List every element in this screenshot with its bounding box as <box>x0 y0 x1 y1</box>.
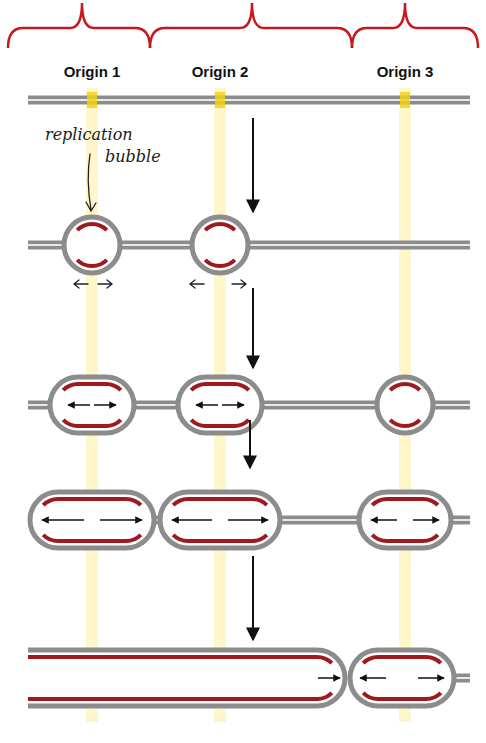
fork-arrow <box>100 519 142 521</box>
replication-bubble <box>64 217 120 273</box>
new-strand <box>205 224 235 230</box>
new-strand <box>28 693 332 699</box>
handwritten-arrow <box>74 280 88 288</box>
fork-arrow <box>222 404 244 406</box>
fork-arrow <box>196 404 218 406</box>
step-arrow <box>249 420 251 468</box>
handwritten-arrow <box>232 280 246 288</box>
new-strand <box>173 535 267 541</box>
fork-arrow <box>413 519 439 521</box>
origin-label: Origin 2 <box>192 63 249 80</box>
replication-bubble <box>160 492 280 548</box>
fork-arrow <box>418 677 444 679</box>
new-strand <box>390 420 420 426</box>
fork-arrow <box>228 519 268 521</box>
handwritten-note: replication bubble <box>45 124 167 167</box>
new-strand <box>191 384 249 390</box>
step-arrow <box>252 288 254 368</box>
new-strand <box>43 535 141 541</box>
new-strand <box>191 420 249 426</box>
origin-site <box>400 92 410 108</box>
handwritten-leader <box>86 154 96 211</box>
new-strand <box>372 535 438 541</box>
new-strand <box>63 384 121 390</box>
bracket <box>8 3 150 48</box>
fork-arrow <box>318 677 340 679</box>
fork-arrow <box>42 519 84 521</box>
new-strand <box>173 499 267 505</box>
replication-bubble <box>359 492 451 548</box>
new-strand <box>390 384 420 390</box>
replication-bubble <box>377 377 433 433</box>
merged-bubble <box>28 650 345 706</box>
handwritten-arrow <box>98 280 112 288</box>
replication-bubble <box>192 217 248 273</box>
origin-label: Origin 1 <box>64 63 121 80</box>
new-strand <box>372 499 438 505</box>
replication-bubble <box>30 492 154 548</box>
fork-arrow <box>360 677 386 679</box>
origin-site <box>87 92 97 108</box>
new-strand <box>28 657 332 663</box>
fork-arrow <box>94 404 116 406</box>
step-arrow <box>252 118 254 212</box>
new-strand <box>77 224 107 230</box>
origin-label: Origin 3 <box>377 63 434 80</box>
new-strand <box>43 499 141 505</box>
fork-arrow <box>68 404 90 406</box>
fork-arrow <box>371 519 397 521</box>
new-strand <box>363 657 441 663</box>
replication-bubble <box>50 377 134 433</box>
new-strand <box>205 260 235 266</box>
new-strand <box>77 260 107 266</box>
replication-bubble <box>350 650 454 706</box>
new-strand <box>363 693 441 699</box>
bracket <box>150 3 352 48</box>
handwritten-arrow <box>190 280 204 288</box>
origin-site <box>215 92 225 108</box>
replication-bubble <box>28 650 345 706</box>
new-strand <box>63 420 121 426</box>
bracket <box>352 3 478 48</box>
fork-arrow <box>172 519 212 521</box>
step-arrow <box>252 556 254 640</box>
